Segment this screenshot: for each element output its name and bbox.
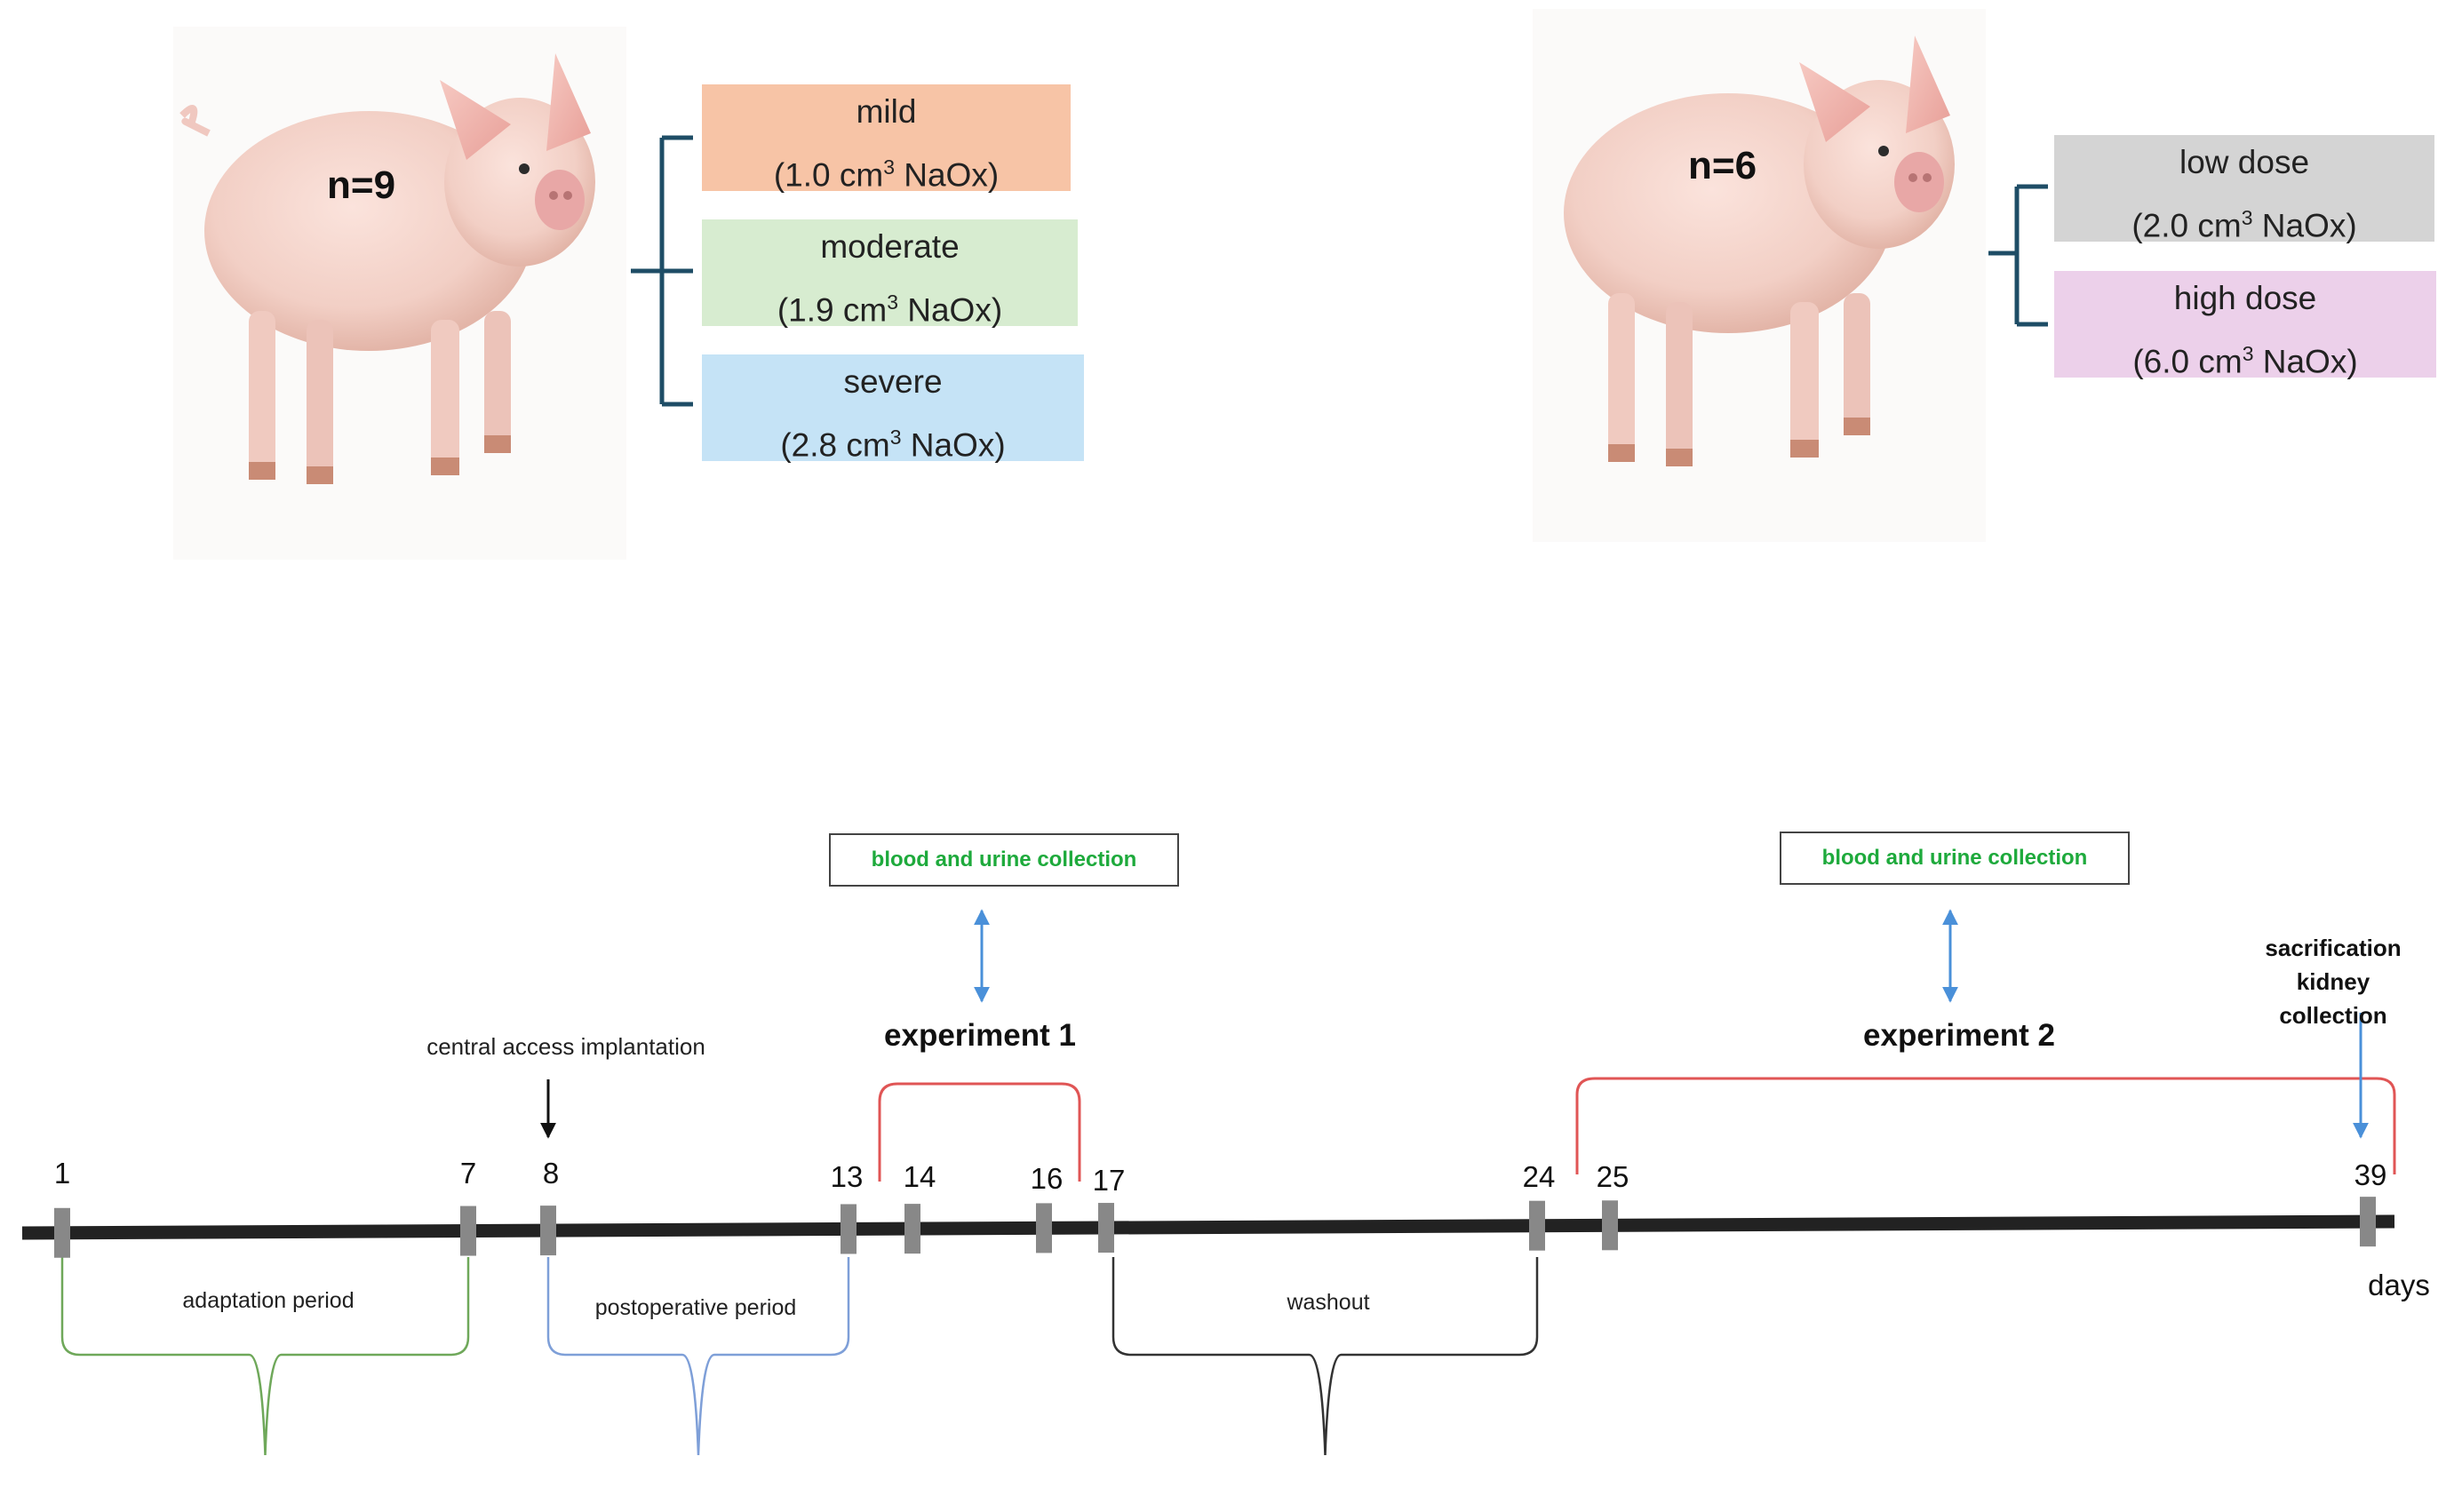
tick-day-13	[841, 1204, 857, 1254]
tick-label-16: 16	[1030, 1162, 1064, 1195]
collection-box-1: blood and urine collection	[829, 833, 1179, 887]
arm-box-high-dose: high dose (6.0 cm3 NaOx)	[2054, 271, 2436, 379]
period-label-adaptation: adaptation period	[182, 1288, 355, 1313]
days-unit-label: days	[2368, 1269, 2430, 1301]
experiment-2-bracket	[1575, 1077, 2396, 1174]
arm-box-severe: severe (2.8 cm3 NaOx)	[702, 354, 1084, 463]
arm-name: mild	[856, 93, 917, 130]
arm-dose: (2.8 cm3 NaOx)	[780, 426, 1006, 464]
pig-illustration-left	[173, 27, 626, 560]
period-label-postoperative: postoperative period	[594, 1295, 797, 1320]
arm-box-low-dose: low dose (2.0 cm3 NaOx)	[2054, 135, 2434, 243]
tick-label-1: 1	[53, 1157, 71, 1190]
tick-label-39: 39	[2354, 1158, 2387, 1191]
group-bracket-left	[631, 135, 693, 407]
arm-dose: (1.0 cm3 NaOx)	[773, 155, 1000, 194]
pig-illustration-right	[1533, 9, 1986, 542]
tick-label-13: 13	[830, 1160, 864, 1193]
tick-label-7: 7	[459, 1157, 477, 1190]
tick-label-25: 25	[1596, 1160, 1629, 1193]
tick-day-24	[1529, 1200, 1545, 1251]
experiment-1-bracket	[878, 1082, 1081, 1182]
tick-day-14	[904, 1204, 920, 1254]
timeline-axis	[21, 1214, 2395, 1240]
tick-day-25	[1602, 1200, 1618, 1251]
tick-day-16	[1036, 1203, 1052, 1253]
period-braces	[60, 1257, 1539, 1456]
tick-day-8	[540, 1206, 556, 1256]
central-access-implantation-label: central access implantation	[426, 1033, 705, 1060]
sacrification-label: sacrification kidney collection	[2265, 931, 2401, 1032]
period-label-washout: washout	[1287, 1290, 1370, 1315]
collection-box-2: blood and urine collection	[1780, 832, 2130, 885]
group-2-count: n=6	[1688, 144, 1757, 187]
arm-name: high dose	[2173, 280, 2317, 316]
arm-name: moderate	[820, 228, 960, 265]
tick-day-39	[2360, 1197, 2376, 1247]
tick-day-1	[54, 1207, 70, 1258]
sacrification-line-2: kidney collection	[2279, 968, 2387, 1029]
tick-label-17: 17	[1092, 1164, 1126, 1197]
timeline-ticks	[54, 1197, 2376, 1258]
arm-box-moderate: moderate (1.9 cm3 NaOx)	[702, 219, 1078, 328]
tick-day-17	[1098, 1203, 1114, 1253]
group-1-count: n=9	[327, 163, 396, 207]
group-bracket-right	[1988, 184, 2048, 327]
arm-dose: (1.9 cm3 NaOx)	[777, 290, 1003, 329]
arm-name: low dose	[2179, 144, 2310, 180]
experiment-1-title: experiment 1	[884, 1018, 1076, 1053]
experiment-2-title: experiment 2	[1863, 1018, 2055, 1053]
tick-label-24: 24	[1522, 1160, 1556, 1193]
tick-label-14: 14	[903, 1160, 936, 1193]
arm-dose: (6.0 cm3 NaOx)	[2132, 342, 2358, 380]
period-brace-2	[1111, 1257, 1539, 1456]
arm-box-mild: mild (1.0 cm3 NaOx)	[702, 84, 1071, 193]
sacrification-line-1: sacrification	[2265, 935, 2402, 961]
arm-dose: (2.0 cm3 NaOx)	[2131, 206, 2357, 244]
tick-label-8: 8	[542, 1157, 560, 1190]
tick-day-7	[460, 1206, 476, 1256]
period-brace-0	[60, 1257, 470, 1456]
period-brace-1	[546, 1257, 850, 1456]
arm-name: severe	[843, 363, 943, 400]
